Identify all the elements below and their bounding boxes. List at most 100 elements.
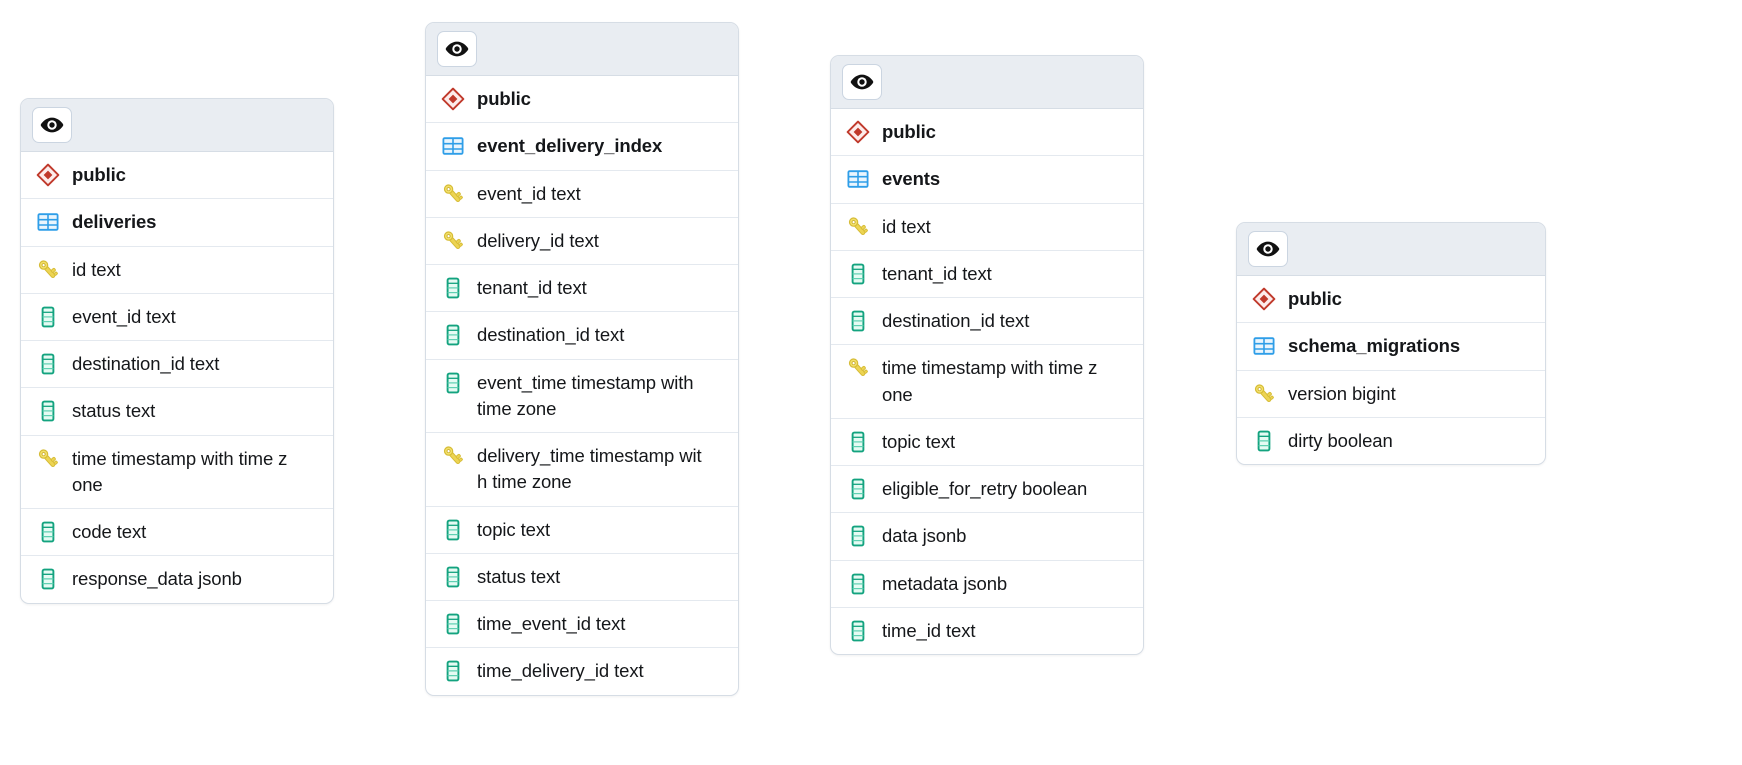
- schema-row[interactable]: public: [831, 109, 1143, 157]
- schema-diamond-icon: [1251, 286, 1277, 311]
- column-row[interactable]: delivery_id text: [426, 218, 738, 266]
- column-row[interactable]: topic text: [426, 507, 738, 554]
- column-row[interactable]: response_data jsonb: [21, 556, 333, 602]
- column-row[interactable]: event_id text: [426, 171, 738, 218]
- table-grid-icon: [845, 166, 871, 191]
- schema-row-label: public: [477, 88, 531, 109]
- column-row[interactable]: time_event_id text: [426, 601, 738, 649]
- table-name-row[interactable]: schema_migrations: [1237, 323, 1545, 371]
- column-row-label: code text: [72, 521, 147, 543]
- schema-row[interactable]: public: [21, 152, 333, 200]
- table-name-row[interactable]: events: [831, 156, 1143, 204]
- column-icon: [35, 519, 61, 544]
- column-row[interactable]: status text: [21, 388, 333, 436]
- column-row-label: version bigint: [1288, 382, 1396, 404]
- toggle-visibility-button[interactable]: [842, 64, 882, 100]
- toggle-visibility-button[interactable]: [1248, 231, 1288, 267]
- column-row[interactable]: version bigint: [1237, 371, 1545, 418]
- column-row-label: time timestamp with time z one: [882, 357, 1098, 405]
- column-row[interactable]: id text: [831, 204, 1143, 251]
- column-icon: [440, 658, 466, 683]
- column-row[interactable]: metadata jsonb: [831, 561, 1143, 608]
- column-row-label: event_id text: [72, 305, 176, 327]
- column-row[interactable]: id text: [21, 247, 333, 294]
- table-name-row[interactable]: deliveries: [21, 199, 333, 247]
- card-header-events: [831, 56, 1143, 109]
- schema-row-label: public: [72, 164, 126, 185]
- column-row-label: id text: [72, 258, 121, 280]
- table-name-row[interactable]: event_delivery_index: [426, 123, 738, 171]
- column-row[interactable]: time_delivery_id text: [426, 648, 738, 694]
- key-icon: [440, 181, 466, 206]
- column-row-label: destination_id text: [477, 324, 625, 346]
- column-row-label: time_event_id text: [477, 613, 626, 635]
- column-row-label: tenant_id text: [477, 277, 587, 299]
- column-row[interactable]: destination_id text: [831, 298, 1143, 346]
- column-row[interactable]: time_id text: [831, 608, 1143, 654]
- column-row[interactable]: time timestamp with time z one: [831, 345, 1143, 419]
- column-row[interactable]: tenant_id text: [831, 251, 1143, 299]
- column-icon: [845, 618, 871, 643]
- key-icon: [1251, 381, 1277, 406]
- schema-row[interactable]: public: [426, 76, 738, 124]
- table-name-row-label: events: [882, 168, 941, 190]
- schema-diamond-icon: [440, 86, 466, 111]
- column-row-label: response_data jsonb: [72, 568, 242, 590]
- schema-row[interactable]: public: [1237, 276, 1545, 324]
- key-icon: [440, 228, 466, 253]
- column-row[interactable]: tenant_id text: [426, 265, 738, 313]
- column-icon: [845, 476, 871, 501]
- column-row-label: delivery_time timestamp wit h time zone: [477, 445, 702, 493]
- column-icon: [440, 275, 466, 300]
- column-row-label: data jsonb: [882, 525, 967, 547]
- column-icon: [845, 308, 871, 333]
- column-row-label: time_id text: [882, 619, 976, 641]
- column-row[interactable]: topic text: [831, 419, 1143, 467]
- column-icon: [440, 322, 466, 347]
- column-row[interactable]: code text: [21, 509, 333, 557]
- column-row[interactable]: event_id text: [21, 294, 333, 342]
- column-row-label: eligible_for_retry boolean: [882, 478, 1088, 500]
- column-row-label: time timestamp with time z one: [72, 447, 288, 495]
- key-icon: [440, 443, 466, 468]
- column-row-label: topic text: [477, 518, 551, 540]
- column-row-label: time_delivery_id text: [477, 660, 644, 682]
- key-icon: [845, 355, 871, 380]
- eye-icon: [444, 36, 470, 62]
- column-row-label: destination_id text: [72, 353, 220, 375]
- column-row[interactable]: destination_id text: [426, 312, 738, 360]
- table-grid-icon: [35, 209, 61, 234]
- table-name-row-label: schema_migrations: [1288, 335, 1461, 357]
- column-row[interactable]: data jsonb: [831, 513, 1143, 561]
- column-icon: [35, 566, 61, 591]
- eye-icon: [1255, 236, 1281, 262]
- card-header-schema_migrations: [1237, 223, 1545, 276]
- column-row[interactable]: destination_id text: [21, 341, 333, 389]
- column-icon: [440, 517, 466, 542]
- column-icon: [845, 571, 871, 596]
- column-icon: [440, 564, 466, 589]
- column-row[interactable]: time timestamp with time z one: [21, 436, 333, 510]
- schema-diamond-icon: [845, 119, 871, 144]
- column-row-label: status text: [72, 400, 156, 422]
- column-row[interactable]: status text: [426, 554, 738, 602]
- column-row[interactable]: eligible_for_retry boolean: [831, 466, 1143, 514]
- column-row-label: delivery_id text: [477, 229, 599, 251]
- card-header-deliveries: [21, 99, 333, 152]
- column-icon: [845, 261, 871, 286]
- toggle-visibility-button[interactable]: [32, 107, 72, 143]
- table-grid-icon: [440, 133, 466, 158]
- column-row-label: event_time timestamp with time zone: [477, 371, 694, 419]
- column-icon: [440, 611, 466, 636]
- column-row[interactable]: delivery_time timestamp wit h time zone: [426, 433, 738, 507]
- column-row-label: destination_id text: [882, 310, 1030, 332]
- column-row-label: metadata jsonb: [882, 572, 1008, 594]
- table-card-deliveries[interactable]: public deliveries id text event_id text dest…: [20, 98, 334, 604]
- column-row[interactable]: event_time timestamp with time zone: [426, 360, 738, 434]
- toggle-visibility-button[interactable]: [437, 31, 477, 67]
- table-name-row-label: deliveries: [72, 211, 157, 233]
- column-row[interactable]: dirty boolean: [1237, 418, 1545, 464]
